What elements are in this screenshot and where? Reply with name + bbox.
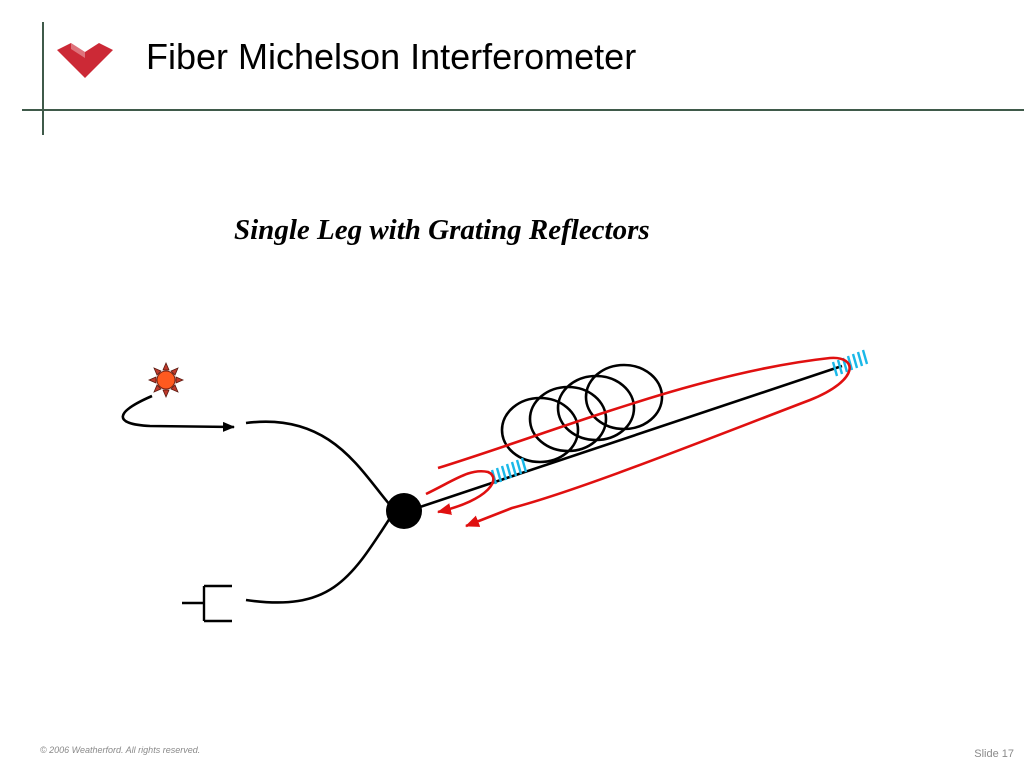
output-fiber — [245, 517, 392, 604]
brand-logo — [57, 43, 113, 78]
source-arrow — [121, 394, 235, 432]
detector-icon — [182, 584, 232, 623]
sensing-fiber — [404, 364, 843, 514]
grating-near — [490, 457, 528, 485]
sun-icon — [147, 361, 185, 399]
input-fiber — [245, 420, 391, 506]
near-reflection-path — [425, 469, 495, 515]
coupler-dot — [386, 493, 422, 529]
slide-subtitle: Single Leg with Grating Reflectors — [234, 214, 650, 246]
coil-icon — [500, 363, 664, 464]
horizontal-rule — [22, 109, 1024, 111]
footer-copyright: © 2006 Weatherford. All rights reserved. — [40, 745, 201, 755]
grating-far — [831, 349, 869, 377]
vertical-rule — [42, 22, 44, 135]
far-reflection-path — [437, 356, 851, 528]
slide-title: Fiber Michelson Interferometer — [146, 36, 637, 77]
slide-number: Slide 17 — [974, 748, 1014, 760]
